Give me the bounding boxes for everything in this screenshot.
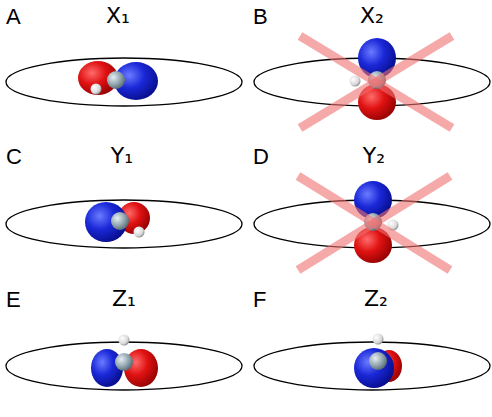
cl-atom [115,353,133,371]
panel-letter: E [6,289,21,311]
panel-a [6,58,242,106]
blue-lobe [354,348,394,388]
h-atom [373,334,384,345]
panel-e [6,335,242,391]
cross-mark [298,176,450,270]
h-atom [134,227,145,238]
plane-ellipse [6,58,242,106]
orbital-label: Z₂ [364,288,388,310]
cl-atom [369,352,387,370]
plane-ellipse [254,342,490,390]
h-atom [91,84,102,95]
h-atom [119,335,130,346]
orbital-label: Y₁ [111,145,133,167]
panel-letter: B [253,6,268,28]
cl-atom [107,71,125,89]
plane-ellipse [6,342,242,390]
cl-atom [111,212,129,230]
panel-b [254,36,490,128]
plane-ellipse [6,200,242,248]
panel-letter: A [6,6,21,28]
cross-mark [300,36,452,128]
panel-d [254,176,490,270]
orbital-label: Y₂ [363,145,385,167]
panel-f [254,334,490,391]
panel-letter: D [253,146,269,168]
panel-c [6,200,242,248]
panel-letter: C [6,146,22,168]
h-atom [350,76,361,87]
orbital-label: X₁ [106,5,130,27]
orbital-label: Z₁ [112,288,136,310]
panel-letter: F [253,289,266,311]
orbital-label: X₂ [360,5,384,27]
